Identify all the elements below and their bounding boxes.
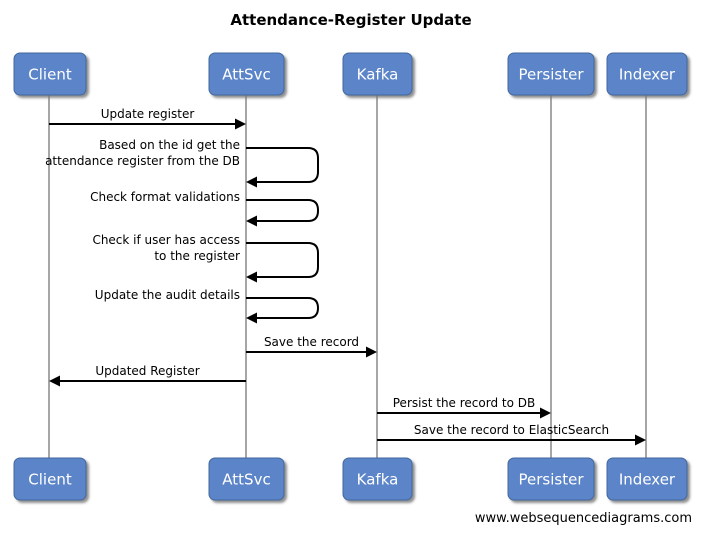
message-label-m5-line1: Update the audit details [95, 288, 240, 302]
participant-label-kafka: Kafka [357, 471, 399, 489]
participant-indexer-top[interactable]: Indexer [606, 52, 688, 96]
participant-label-persister: Persister [519, 471, 585, 489]
self-message-line-m5 [246, 297, 319, 319]
message-arrowhead-m6 [366, 346, 377, 358]
message-label-m1-line1: Update register [101, 107, 195, 121]
message-arrowhead-m9 [635, 434, 646, 446]
participant-attsvc-top[interactable]: AttSvc [208, 52, 285, 96]
participant-label-indexer: Indexer [619, 66, 676, 84]
message-label-m3-line1: Check format validations [90, 190, 240, 204]
participant-box-persister[interactable] [507, 457, 595, 501]
participant-box-persister[interactable] [507, 52, 595, 96]
self-message-line-m2 [246, 147, 319, 183]
participant-boxes-top: Client AttSvc Kafka Persister Indexer [13, 52, 688, 96]
participant-box-client[interactable] [13, 457, 87, 501]
self-message-arrowhead-m5 [246, 312, 257, 324]
self-message-arrowhead-m3 [246, 215, 257, 227]
messages-group [49, 118, 646, 446]
message-arrowhead-m8 [540, 407, 551, 419]
participant-label-client: Client [28, 66, 72, 84]
participant-box-kafka[interactable] [342, 457, 413, 501]
participant-box-attsvc[interactable] [208, 457, 285, 501]
participant-label-attsvc: AttSvc [222, 66, 270, 84]
participant-box-attsvc[interactable] [208, 52, 285, 96]
message-arrowhead-m7 [49, 375, 60, 387]
participant-box-indexer[interactable] [606, 457, 688, 501]
participant-box-indexer[interactable] [606, 52, 688, 96]
participant-label-indexer: Indexer [619, 471, 676, 489]
message-label-m4-line1: Check if user has access [92, 233, 240, 247]
message-label-m8-line1: Persist the record to DB [393, 396, 535, 410]
participant-label-kafka: Kafka [357, 66, 399, 84]
self-message-arrowhead-m2 [246, 176, 257, 188]
participant-kafka-bottom[interactable]: Kafka [342, 457, 413, 501]
participant-label-client: Client [28, 471, 72, 489]
participant-kafka-top[interactable]: Kafka [342, 52, 413, 96]
message-label-m2-line1: Based on the id get the [99, 138, 240, 152]
participant-persister-top[interactable]: Persister [507, 52, 595, 96]
participant-client-top[interactable]: Client [13, 52, 87, 96]
participant-box-client[interactable] [13, 52, 87, 96]
page-title: Attendance-Register Update [230, 11, 471, 29]
self-message-line-m4 [246, 242, 319, 278]
participant-label-persister: Persister [519, 66, 585, 84]
message-label-m6-line1: Save the record [264, 335, 359, 349]
self-message-line-m3 [246, 199, 319, 222]
footer-watermark: www.websequencediagrams.com [475, 511, 692, 526]
participant-box-kafka[interactable] [342, 52, 413, 96]
message-label-m9-line1: Save the record to ElasticSearch [414, 423, 609, 437]
participant-client-bottom[interactable]: Client [13, 457, 87, 501]
lifelines-group [48, 95, 647, 458]
participant-boxes-bottom: Client AttSvc Kafka Persister Indexer [13, 457, 688, 501]
message-label-m7-line1: Updated Register [95, 364, 199, 378]
message-label-m4-line2: to the register [154, 249, 240, 263]
participant-attsvc-bottom[interactable]: AttSvc [208, 457, 285, 501]
participant-persister-bottom[interactable]: Persister [507, 457, 595, 501]
message-arrowhead-m1 [235, 118, 246, 130]
participant-indexer-bottom[interactable]: Indexer [606, 457, 688, 501]
message-label-m2-line2: attendance register from the DB [45, 154, 240, 168]
self-message-arrowhead-m4 [246, 271, 257, 283]
participant-label-attsvc: AttSvc [222, 471, 270, 489]
